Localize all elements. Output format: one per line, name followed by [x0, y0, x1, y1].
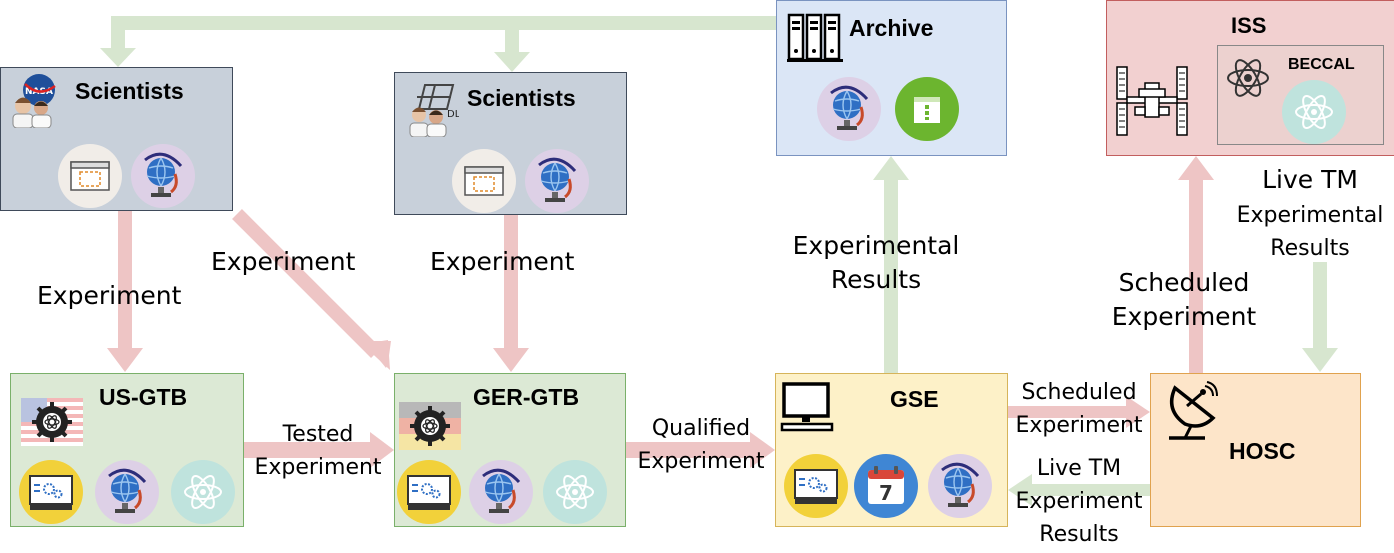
edge-label-live-iss-line1: Live TM: [1262, 165, 1358, 194]
monitor-gears-icon: [19, 460, 83, 529]
edge-label-qualified: Qualified Experiment: [628, 411, 774, 479]
edge-label-tested: Tested Experiment: [245, 417, 391, 485]
iss-box: ISS: [1106, 0, 1394, 156]
hosc-box: HOSC: [1150, 373, 1361, 527]
svg-text:DLR: DLR: [447, 109, 459, 120]
edge-label-nasa-to-us: Experiment: [37, 281, 182, 310]
hosc-to-gse-arrowhead: [1008, 474, 1032, 506]
edge-label-live-iss-line2: Experimental: [1236, 203, 1384, 228]
atom-circle-icon: [171, 460, 235, 529]
globe-satellite-icon: [525, 149, 589, 218]
atom-icon: [1224, 54, 1272, 107]
archive-to-dlr-arrowhead: [494, 52, 530, 72]
archive-to-scientists-line: [111, 16, 776, 50]
ger-to-gse-arrowhead: [750, 432, 775, 468]
satellite-dish-icon: [1161, 380, 1223, 447]
archive-file-icon: [895, 77, 959, 146]
gse-title: GSE: [890, 386, 939, 412]
edge-label-nasa-to-ger: Experiment: [211, 247, 356, 276]
ger-gtb-title: GER-GTB: [473, 384, 580, 410]
archive-to-nasa-arrowhead: [100, 48, 136, 67]
iss-title: ISS: [1231, 13, 1267, 38]
nasa-to-ger-line: [232, 209, 381, 358]
edge-label-qualified-line1: Qualified: [651, 416, 751, 441]
nasa-to-ger-arrowhead-2: [362, 340, 390, 370]
globe-satellite-icon: [95, 460, 159, 529]
iss-to-hosc-arrowhead: [1302, 348, 1338, 372]
edge-label-scheduled-hosc-line2: Experiment: [1111, 302, 1257, 332]
us-to-ger-arrowhead: [370, 432, 394, 468]
hosc-title: HOSC: [1229, 438, 1296, 464]
edge-label-dlr-to-ger: Experiment: [430, 247, 575, 276]
edge-label-live-iss-line3: Results: [1270, 236, 1350, 262]
dlr-to-ger-arrowhead: [493, 348, 529, 372]
globe-satellite-icon: [817, 77, 881, 146]
gse-to-hosc-arrowhead: [1126, 396, 1150, 428]
ger-gtb-box: GER-GTB: [394, 373, 626, 527]
edge-label-live-gse-line1: Live TM: [1036, 456, 1122, 481]
scientists-dlr-box: DLR Scientists: [394, 72, 627, 215]
gse-box: GSE 7: [775, 373, 1008, 527]
us-gtb-title: US-GTB: [99, 384, 188, 410]
archive-icon: [787, 11, 843, 68]
globe-satellite-icon: [469, 460, 533, 529]
atom-circle-icon: [543, 460, 607, 529]
edge-label-live-iss: Live TM Experimental Results: [1226, 160, 1394, 266]
hosc-to-iss-arrowhead: [1178, 156, 1214, 180]
edge-label-scheduled-hosc: Scheduled Experiment: [1096, 265, 1272, 336]
edge-label-live-gse: Live TM Experiment Results: [1004, 451, 1154, 553]
svg-text:7: 7: [879, 481, 893, 505]
edge-label-results: Experimental Results: [776, 228, 976, 299]
edge-label-tested-line1: Tested: [282, 422, 354, 447]
edge-label-scheduled-gse-line1: Scheduled: [1021, 380, 1137, 405]
beccal-box: BECCAL: [1217, 45, 1384, 145]
archive-title: Archive: [849, 15, 934, 41]
calendar-icon: 7: [854, 454, 918, 523]
edge-label-live-gse-line2: Experiment: [1015, 489, 1143, 515]
iss-station-icon: [1115, 65, 1189, 142]
computer-icon: [780, 382, 834, 437]
scientists-dlr-title: Scientists: [467, 85, 576, 111]
gse-to-archive-arrowhead: [873, 156, 909, 180]
atom-circle-icon: [1282, 80, 1346, 149]
edge-label-scheduled-gse: Scheduled Experiment: [1004, 375, 1154, 443]
scientists-nasa-icon: NASA: [9, 72, 61, 133]
scientists-nasa-box: NASA Scientists: [0, 67, 233, 211]
edge-label-tested-line2: Experiment: [254, 455, 382, 481]
edge-label-qualified-line2: Experiment: [637, 449, 765, 475]
scientists-nasa-title: Scientists: [75, 78, 184, 104]
archive-box: Archive: [776, 0, 1007, 156]
globe-satellite-icon: [928, 454, 992, 523]
globe-satellite-icon: [131, 144, 195, 213]
us-gtb-box: US-GTB: [10, 373, 244, 527]
app-window-icon: [452, 149, 516, 218]
monitor-gears-icon: [397, 460, 461, 529]
edge-label-scheduled-hosc-line1: Scheduled: [1118, 268, 1250, 297]
beccal-title: BECCAL: [1288, 56, 1355, 73]
edge-label-live-gse-line3: Results: [1039, 522, 1119, 548]
scientists-dlr-icon: DLR: [407, 81, 467, 142]
app-window-icon: [58, 144, 122, 213]
ger-testbed-icon: [399, 402, 461, 455]
edge-label-results-line1: Experimental: [792, 231, 960, 260]
edge-label-results-line2: Results: [830, 265, 922, 295]
monitor-gears-icon: [784, 454, 848, 523]
edge-label-scheduled-gse-line2: Experiment: [1015, 413, 1143, 439]
nasa-to-us-arrowhead: [107, 348, 143, 372]
us-testbed-icon: [21, 398, 83, 451]
